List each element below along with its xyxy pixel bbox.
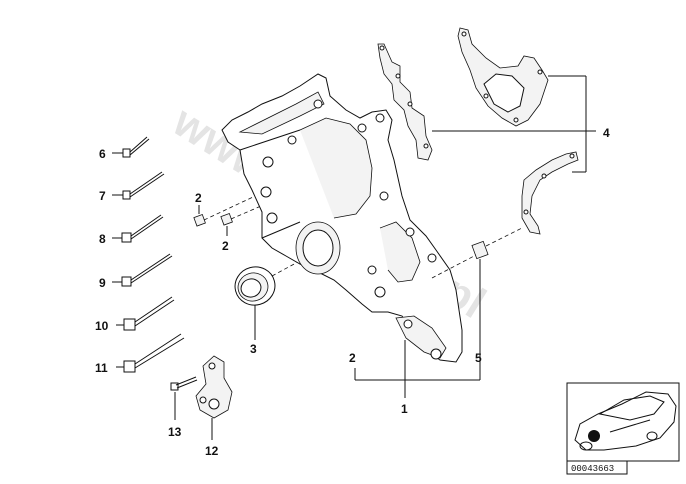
bolt-9 xyxy=(112,253,173,287)
timing-case-cover-1 xyxy=(221,73,463,363)
bolt-13 xyxy=(170,376,198,420)
bolt-10 xyxy=(116,296,175,331)
callout-9: 9 xyxy=(99,276,106,290)
dowel-sleeve-left xyxy=(193,205,206,227)
callout-2-lower: 2 xyxy=(222,239,229,253)
callout-7: 7 xyxy=(99,189,106,203)
callout-12: 12 xyxy=(205,444,219,458)
bracket-12 xyxy=(195,355,233,440)
bolt-6 xyxy=(112,136,150,158)
diagram-code: 00043663 xyxy=(571,464,614,474)
engine-location-marker xyxy=(588,430,600,442)
gasket-top-left xyxy=(377,43,433,161)
bolt-8 xyxy=(112,214,164,243)
callout-4: 4 xyxy=(603,126,610,140)
gasket-top-right xyxy=(457,27,549,127)
dowel-sleeve-5 xyxy=(471,240,489,260)
callout-11: 11 xyxy=(95,361,108,375)
callout-2-upper: 2 xyxy=(195,191,202,205)
callout-13: 13 xyxy=(168,425,182,439)
shaft-seal-3 xyxy=(234,266,276,340)
callout-8: 8 xyxy=(99,232,106,246)
bolt-11 xyxy=(116,333,185,373)
callout-2-bottom: 2 xyxy=(349,351,356,365)
callout-1: 1 xyxy=(401,402,408,416)
callout-5: 5 xyxy=(475,351,482,365)
dowel-sleeve-right xyxy=(220,213,233,236)
callout-6: 6 xyxy=(99,147,106,161)
callout-3: 3 xyxy=(250,342,257,356)
vehicle-inset: 00043663 xyxy=(566,382,680,475)
gasket-right xyxy=(521,151,579,235)
callout-10: 10 xyxy=(95,319,109,333)
bolt-7 xyxy=(112,171,165,200)
